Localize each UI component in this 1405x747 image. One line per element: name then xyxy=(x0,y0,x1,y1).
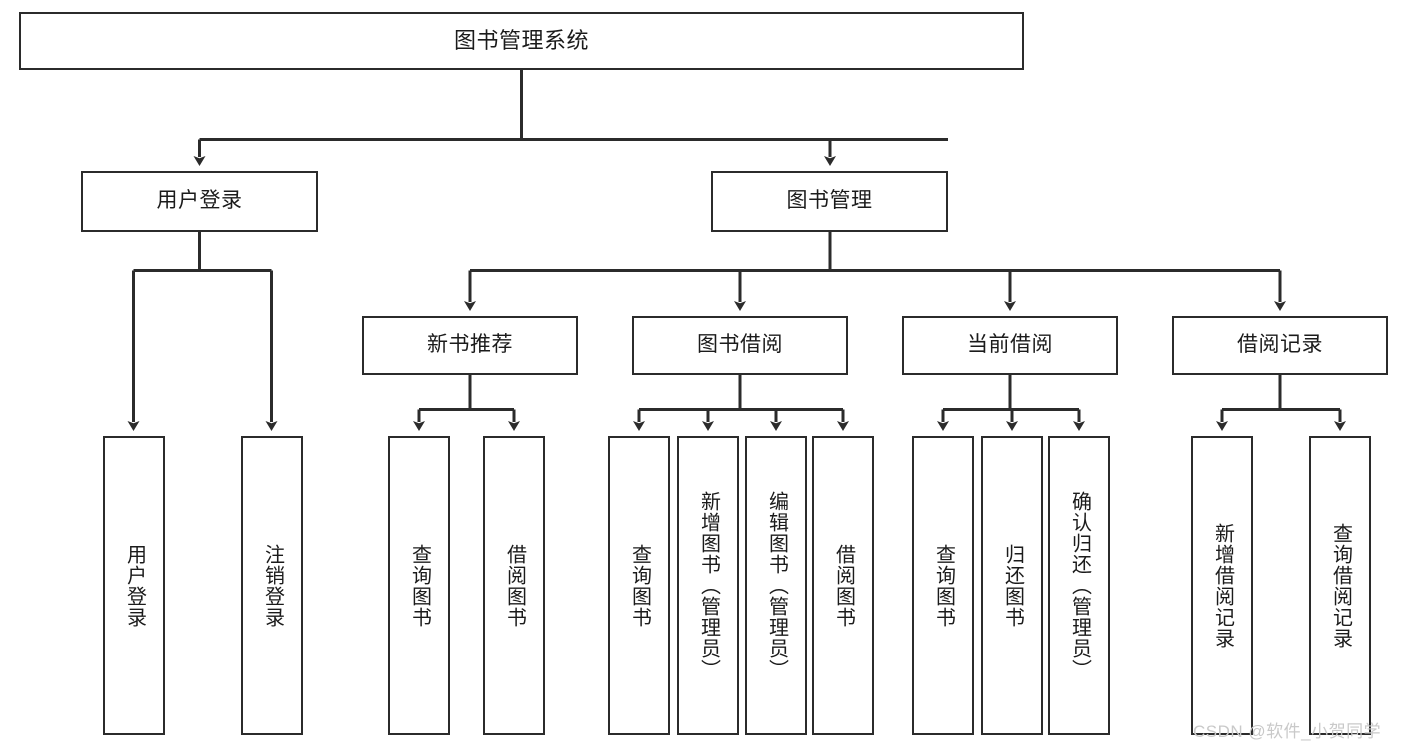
node-new-book-rec[interactable]: 新书推荐 xyxy=(362,316,578,375)
csdn-watermark: CSDN @软件_小贺同学 xyxy=(1193,722,1382,741)
leaf-add-book-admin-label: 新增图书（管理员） xyxy=(697,491,720,680)
leaf-borrow-book[interactable]: 借阅图书 xyxy=(812,436,874,735)
leaf-query-book-recommend[interactable]: 查询图书 xyxy=(388,436,450,735)
node-borrow-record[interactable]: 借阅记录 xyxy=(1172,316,1388,375)
leaf-return-book-label: 归还图书 xyxy=(1001,543,1024,628)
node-book-borrow-label: 图书借阅 xyxy=(697,333,783,357)
leaf-borrow-book-recommend[interactable]: 借阅图书 xyxy=(483,436,545,735)
node-current-borrow[interactable]: 当前借阅 xyxy=(902,316,1118,375)
leaf-confirm-return-admin-label: 确认归还（管理员） xyxy=(1068,491,1091,680)
leaf-user-login-label: 用户登录 xyxy=(123,543,146,628)
leaf-borrow-book-recommend-label: 借阅图书 xyxy=(503,543,526,628)
leaf-return-book[interactable]: 归还图书 xyxy=(981,436,1043,735)
node-user-login[interactable]: 用户登录 xyxy=(81,171,318,232)
leaf-logout-label: 注销登录 xyxy=(261,543,284,628)
leaf-add-book-admin[interactable]: 新增图书（管理员） xyxy=(677,436,739,735)
leaf-borrow-book-label: 借阅图书 xyxy=(832,543,855,628)
node-book-manage-label: 图书管理 xyxy=(786,189,873,213)
node-book-borrow[interactable]: 图书借阅 xyxy=(632,316,848,375)
leaf-query-borrow-record-label: 查询借阅记录 xyxy=(1329,522,1352,649)
node-book-manage[interactable]: 图书管理 xyxy=(711,171,948,232)
leaf-add-borrow-record[interactable]: 新增借阅记录 xyxy=(1191,436,1253,735)
leaf-edit-book-admin[interactable]: 编辑图书（管理员） xyxy=(745,436,807,735)
node-root[interactable]: 图书管理系统 xyxy=(19,12,1024,70)
leaf-query-book-borrow[interactable]: 查询图书 xyxy=(608,436,670,735)
node-new-book-rec-label: 新书推荐 xyxy=(427,333,513,357)
leaf-logout[interactable]: 注销登录 xyxy=(241,436,303,735)
leaf-query-book-current[interactable]: 查询图书 xyxy=(912,436,974,735)
leaf-add-borrow-record-label: 新增借阅记录 xyxy=(1211,522,1234,649)
node-user-login-label: 用户登录 xyxy=(156,189,243,213)
node-root-label: 图书管理系统 xyxy=(453,28,589,54)
leaf-query-book-recommend-label: 查询图书 xyxy=(408,543,431,628)
leaf-user-login[interactable]: 用户登录 xyxy=(103,436,165,735)
leaf-query-borrow-record[interactable]: 查询借阅记录 xyxy=(1309,436,1371,735)
leaf-edit-book-admin-label: 编辑图书（管理员） xyxy=(765,491,788,680)
leaf-confirm-return-admin[interactable]: 确认归还（管理员） xyxy=(1048,436,1110,735)
node-current-borrow-label: 当前借阅 xyxy=(967,333,1053,357)
leaf-query-book-borrow-label: 查询图书 xyxy=(628,543,651,628)
node-borrow-record-label: 借阅记录 xyxy=(1237,333,1323,357)
leaf-query-book-current-label: 查询图书 xyxy=(932,543,955,628)
